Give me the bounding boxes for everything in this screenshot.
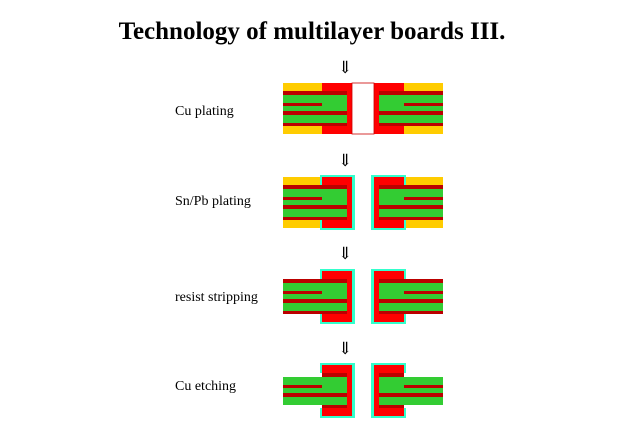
step-label-resist-stripping: resist stripping [175,290,258,305]
step-label-cu-plating: Cu plating [175,104,234,119]
board-right-half [374,83,443,134]
drilled-hole [351,82,375,135]
board-snpb-plating [283,175,443,230]
down-arrow-icon: ⇓ [338,151,353,170]
down-arrow-icon: ⇓ [338,339,353,358]
board-left-half [283,83,352,134]
step-label-snpb-plating: Sn/Pb plating [175,194,251,209]
down-arrow-icon: ⇓ [338,244,353,263]
board-cu-etching [283,363,443,418]
board-right-half [371,269,443,324]
board-left-half [283,175,355,230]
board-right-half [371,363,443,418]
board-cu-plating [283,82,443,135]
board-left-half [283,269,355,324]
board-left-half [283,363,355,418]
step-label-cu-etching: Cu etching [175,379,237,394]
board-resist-stripping [283,269,443,324]
board-right-half [371,175,443,230]
down-arrow-icon: ⇓ [338,58,353,77]
slide-title: Technology of multilayer boards III. [118,18,506,45]
